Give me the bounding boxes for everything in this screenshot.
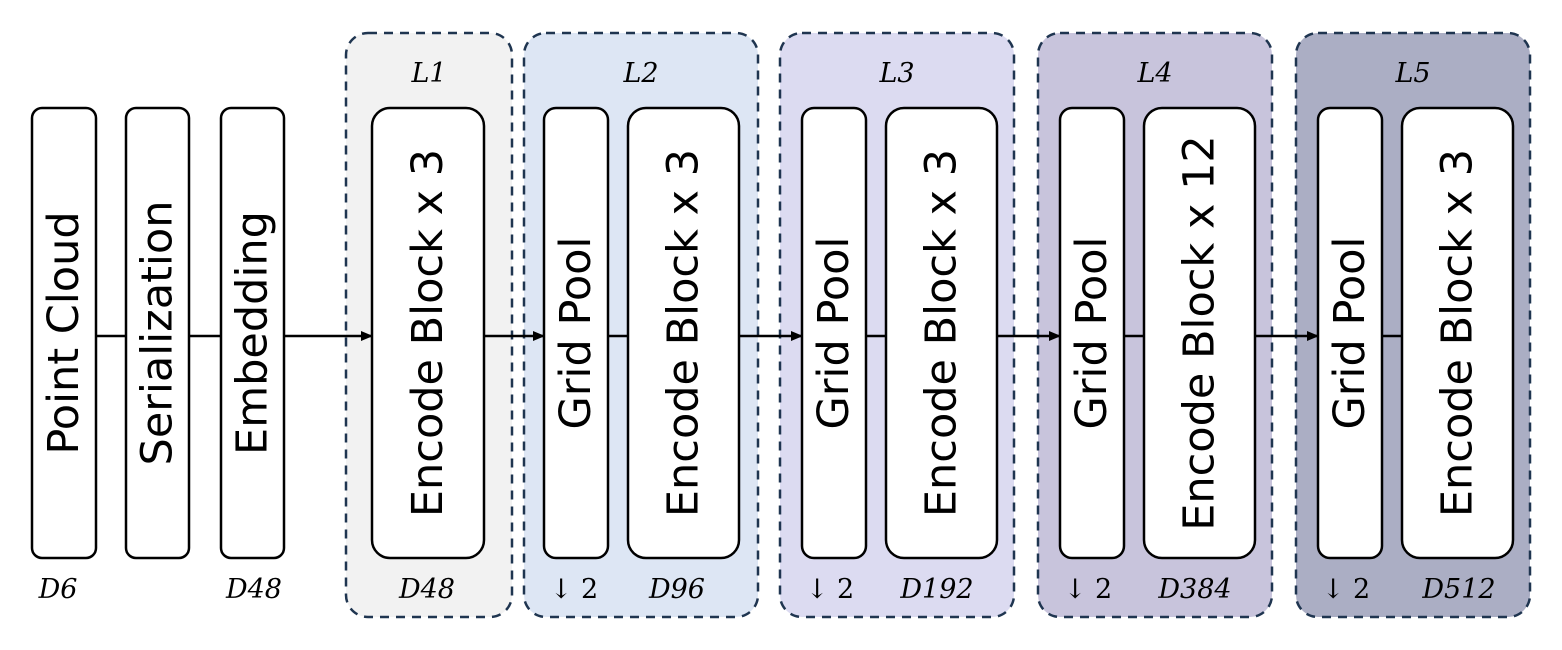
- stage-title-l4: L4: [1136, 58, 1172, 89]
- stage-title-l5: L5: [1394, 58, 1430, 89]
- l2-grid-pool-label: Grid Pool: [551, 237, 601, 430]
- l5-pool-stride: ↓ 2: [1322, 574, 1370, 605]
- point-cloud-label: Point Cloud: [39, 211, 89, 454]
- embedding-box: [219, 106, 286, 560]
- l2-grid-pool-box: [542, 106, 610, 560]
- l4-encode-box: [1142, 106, 1257, 560]
- embedding-dim: D48: [225, 574, 282, 605]
- l2-encode-block: Encode Block x 3: [626, 106, 741, 560]
- l4-encode-block: Encode Block x 12: [1142, 106, 1257, 560]
- l3-encode-label: Encode Block x 3: [917, 149, 967, 517]
- l3-grid-pool-block: Grid Pool: [800, 106, 868, 560]
- point-cloud-dim: D6: [38, 574, 78, 605]
- l5-encode-block: Encode Block x 3: [1400, 106, 1515, 560]
- l3-encode-box: [884, 106, 999, 560]
- l4-grid-pool-block: Grid Pool: [1058, 106, 1126, 560]
- l4-pool-stride: ↓ 2: [1064, 574, 1112, 605]
- l1-encode-label: Encode Block x 3: [403, 149, 453, 517]
- l4-dim: D384: [1157, 574, 1231, 605]
- l5-dim: D512: [1421, 574, 1495, 605]
- l5-grid-pool-label: Grid Pool: [1325, 237, 1375, 430]
- l1-encode-box: [370, 106, 486, 560]
- l4-grid-pool-box: [1058, 106, 1126, 560]
- l4-grid-pool-label: Grid Pool: [1067, 237, 1117, 430]
- l2-dim: D96: [648, 574, 705, 605]
- stage-title-l2: L2: [622, 58, 658, 89]
- point-cloud-box: [30, 106, 98, 560]
- l2-encode-label: Encode Block x 3: [659, 149, 709, 517]
- l3-dim: D192: [899, 574, 973, 605]
- l1-dim: D48: [398, 574, 455, 605]
- l5-encode-box: [1400, 106, 1515, 560]
- input-block-embedding: Embedding: [219, 106, 286, 560]
- stage-title-l1: L1: [410, 58, 446, 89]
- l3-encode-block: Encode Block x 3: [884, 106, 999, 560]
- l3-pool-stride: ↓ 2: [806, 574, 854, 605]
- l2-grid-pool-block: Grid Pool: [542, 106, 610, 560]
- l5-encode-label: Encode Block x 3: [1433, 149, 1483, 517]
- l4-encode-label: Encode Block x 12: [1175, 135, 1225, 531]
- l1-encode-block: Encode Block x 3: [370, 106, 486, 560]
- input-block-serialization: Serialization: [124, 106, 191, 560]
- embedding-label: Embedding: [228, 211, 278, 455]
- serialization-box: [124, 106, 191, 560]
- stage-title-l3: L3: [878, 58, 914, 89]
- l5-grid-pool-box: [1316, 106, 1384, 560]
- l2-encode-box: [626, 106, 741, 560]
- serialization-label: Serialization: [133, 201, 183, 466]
- l5-grid-pool-block: Grid Pool: [1316, 106, 1384, 560]
- l3-grid-pool-label: Grid Pool: [809, 237, 859, 430]
- l3-grid-pool-box: [800, 106, 868, 560]
- input-block-point-cloud: Point Cloud: [30, 106, 98, 560]
- l2-pool-stride: ↓ 2: [550, 574, 598, 605]
